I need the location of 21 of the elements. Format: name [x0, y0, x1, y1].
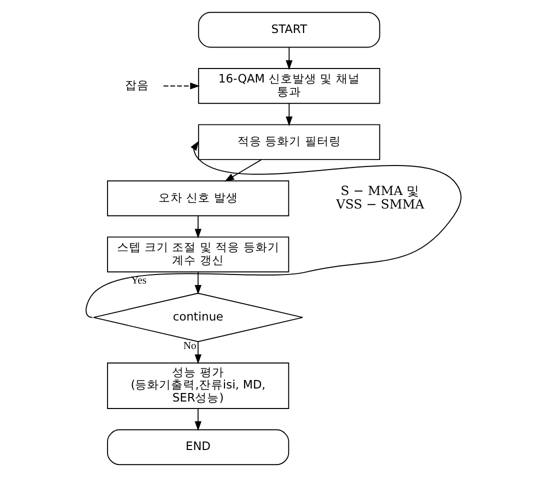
arrow [194, 408, 201, 431]
arrow [194, 215, 201, 239]
arrow [194, 272, 201, 295]
arrow [162, 82, 200, 90]
node-text: 잡음 [124, 78, 149, 92]
node-box: END [106, 429, 289, 466]
node-box: 적응 등화기 필터링 [198, 124, 380, 160]
edge-label: No [182, 341, 196, 352]
arrow [285, 103, 292, 126]
node-box: 오차 신호 발생 [106, 180, 289, 216]
node-box: START [198, 12, 380, 48]
node-box: 스텝 크기 조절 및 적응 등화기 계수 갱신 [106, 236, 289, 272]
arrow [85, 140, 461, 318]
edge-label: Yes [130, 276, 146, 287]
node-diamond: continue [92, 292, 303, 342]
node-box: 성능 평가 (등화기출력,잔류isi, MD, SER성능) [106, 362, 289, 409]
arrow [285, 46, 292, 70]
node-box: 16-QAM 신호발생 및 채널 통과 [198, 68, 380, 104]
label: S − MMA 및 VSS − SMMA [336, 182, 424, 212]
arrow [224, 159, 262, 182]
arrow [194, 342, 201, 364]
